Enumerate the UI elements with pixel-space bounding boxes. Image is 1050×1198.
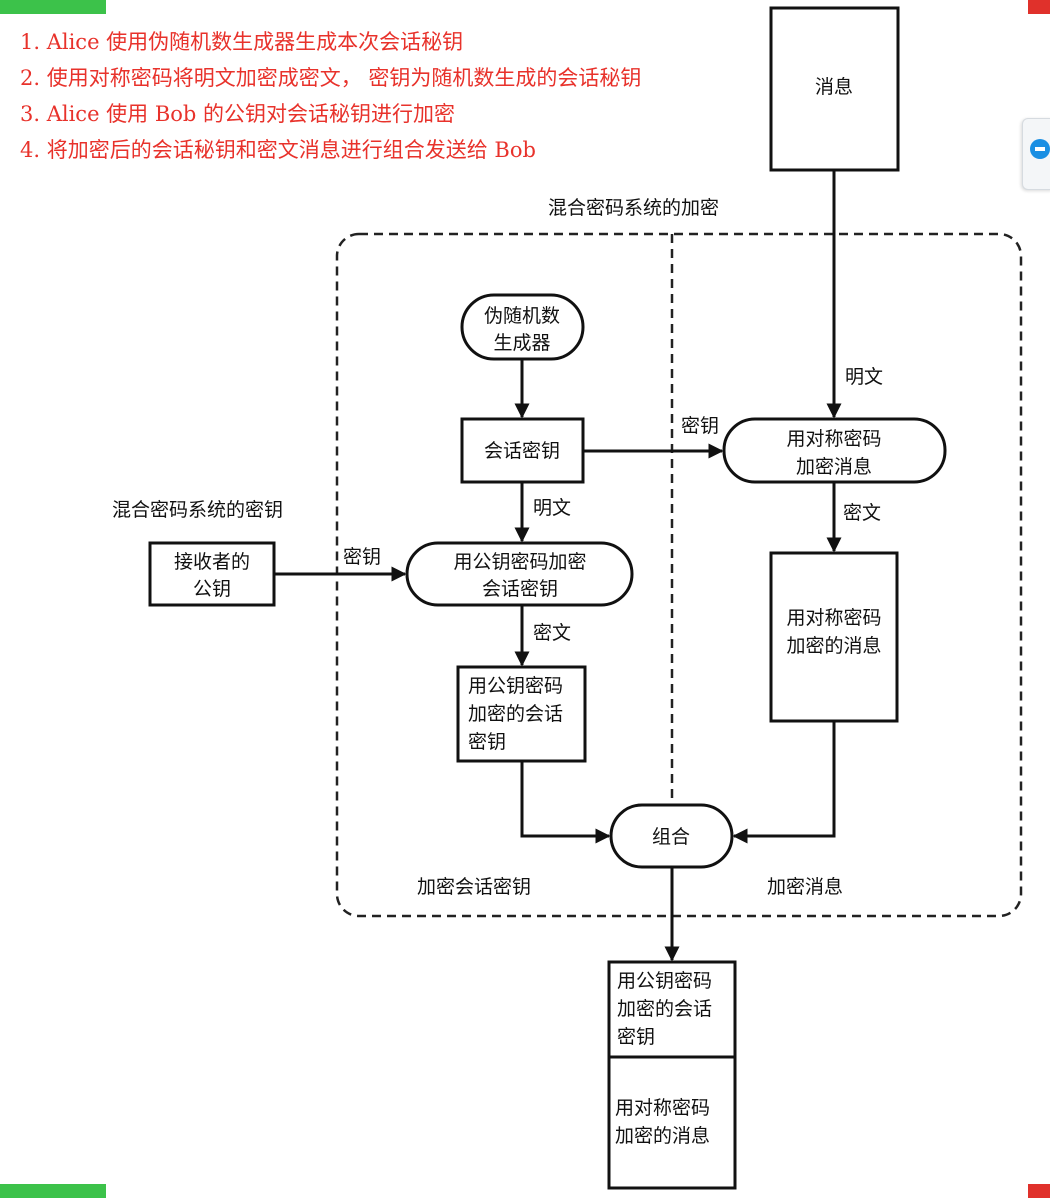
public-encrypt-node xyxy=(405,541,634,607)
edge-label-ciphertext-1: 密文 xyxy=(843,502,881,524)
pub-result-label-2: 加密的会话 xyxy=(468,703,563,725)
sym-encrypt-label-2: 加密消息 xyxy=(796,456,872,478)
output-encrypted-key-box xyxy=(607,960,737,1059)
receiver-key-label-1: 接收者的 xyxy=(174,551,250,573)
encrypted-session-key-box xyxy=(456,665,587,763)
top-bar-red xyxy=(1028,0,1050,14)
step-2: 2. 使用对称密码将明文加密成密文， 密钥为随机数生成的会话秘钥 xyxy=(20,66,642,90)
bottom-bar-green xyxy=(0,1184,106,1198)
edge-label-key-2: 密钥 xyxy=(343,546,381,568)
bottom-bar-red xyxy=(1028,1184,1050,1198)
combine-label: 组合 xyxy=(652,826,690,848)
edge-label-ciphertext-2: 密文 xyxy=(533,622,571,644)
sym-result-label-1: 用对称密码 xyxy=(786,607,881,629)
out-bottom-label-1: 用对称密码 xyxy=(615,1097,710,1119)
key-title: 混合密码系统的密钥 xyxy=(112,499,283,521)
message-box xyxy=(769,6,900,172)
session-key-box xyxy=(460,417,585,484)
out-top-label-2: 加密的会话 xyxy=(617,998,712,1020)
pub-result-label-3: 密钥 xyxy=(468,731,506,753)
out-top-label-1: 用公钥密码 xyxy=(617,970,712,992)
step-4: 4. 将加密后的会话秘钥和密文消息进行组合发送给 Bob xyxy=(20,138,536,162)
edge-label-plaintext-1: 明文 xyxy=(845,366,883,388)
teamviewer-icon[interactable] xyxy=(1022,118,1050,190)
left-section-label: 加密会话密钥 xyxy=(417,876,531,898)
prng-label-1: 伪随机数 xyxy=(484,305,560,327)
encrypted-message-box xyxy=(769,551,899,723)
sym-encrypt-label-1: 用对称密码 xyxy=(786,428,881,450)
edge-label-key-1: 密钥 xyxy=(681,415,719,437)
top-bar-green xyxy=(0,0,106,14)
prng-label-2: 生成器 xyxy=(493,332,550,354)
step-1: 1. Alice 使用伪随机数生成器生成本次会话秘钥 xyxy=(20,30,464,54)
arrow-key-result-to-combine xyxy=(520,761,611,844)
pub-result-label-1: 用公钥密码 xyxy=(468,675,563,697)
arrow-msg-result-to-combine xyxy=(732,721,836,844)
receiver-key-label-2: 公钥 xyxy=(193,578,231,600)
pub-encrypt-label-1: 用公钥密码加密 xyxy=(453,551,586,573)
message-label: 消息 xyxy=(815,76,853,98)
sym-result-label-2: 加密的消息 xyxy=(786,635,881,657)
session-key-label: 会话密钥 xyxy=(484,440,560,462)
encryption-title: 混合密码系统的加密 xyxy=(548,197,719,219)
pub-encrypt-label-2: 会话密钥 xyxy=(482,578,558,600)
output-encrypted-message-box xyxy=(607,1055,737,1190)
step-list: 1. Alice 使用伪随机数生成器生成本次会话秘钥 2. 使用对称密码将明文加… xyxy=(20,24,641,168)
edge-label-plaintext-2: 明文 xyxy=(533,497,571,519)
right-section-label: 加密消息 xyxy=(767,876,843,898)
out-bottom-label-2: 加密的消息 xyxy=(615,1125,710,1147)
step-3: 3. Alice 使用 Bob 的公钥对会话秘钥进行加密 xyxy=(20,102,456,126)
out-top-label-3: 密钥 xyxy=(617,1026,655,1048)
